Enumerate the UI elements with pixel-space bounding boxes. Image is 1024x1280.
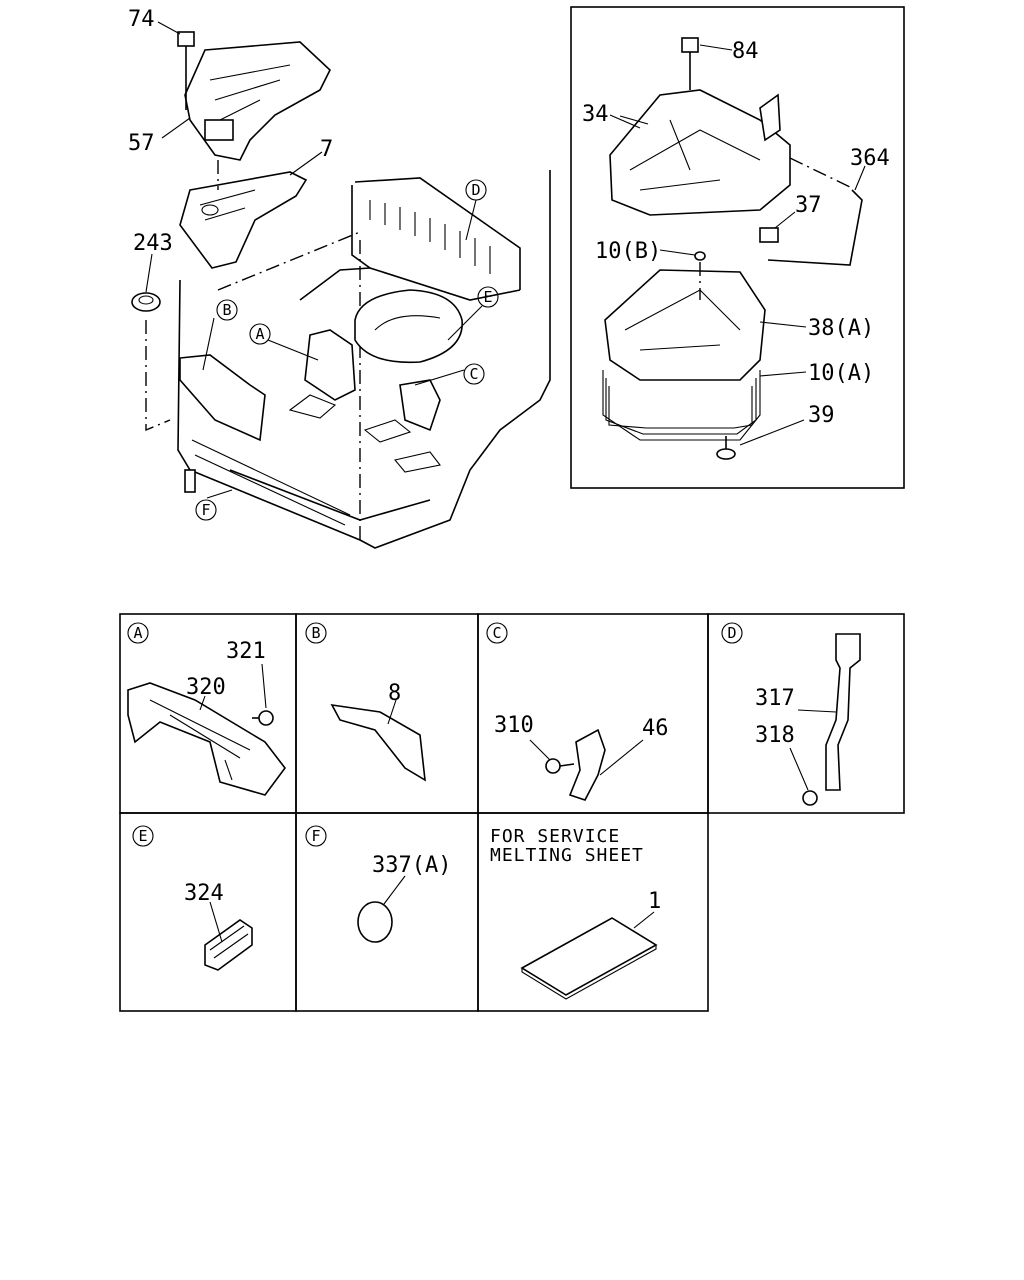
letter-E-marker: E — [483, 288, 492, 306]
detail-e-letter: E — [138, 827, 147, 845]
detail-a-callout-321: 321 — [226, 639, 266, 664]
main-callouts: 74 57 7 243 — [128, 7, 333, 256]
detail-box-b: B 8 — [305, 622, 426, 782]
detail-a-callout-320: 320 — [186, 675, 226, 700]
letter-D-marker: D — [471, 181, 480, 199]
detail-a-letter: A — [133, 624, 142, 642]
detail-f-callout-337a: 337(A) — [372, 853, 451, 878]
detail-box-a: A 321 320 — [127, 622, 287, 796]
callout-84: 84 — [732, 39, 759, 64]
detail-c-callout-310: 310 — [494, 713, 534, 738]
service-note-line-1: FOR SERVICE — [490, 826, 620, 847]
detail-box-melting-sheet: FOR SERVICE MELTING SHEET 1 — [490, 826, 661, 1000]
detail-box-c: C 310 46 — [486, 622, 669, 801]
letter-C-marker: C — [469, 365, 478, 383]
callout-37: 37 — [795, 193, 822, 218]
callout-57: 57 — [128, 131, 155, 156]
detail-d-callout-317: 317 — [755, 686, 795, 711]
detail-b-callout-8: 8 — [388, 681, 401, 706]
detail-b-letter: B — [311, 624, 320, 642]
callout-7: 7 — [320, 137, 333, 162]
callout-39: 39 — [808, 403, 835, 428]
detail-e-callout-324: 324 — [184, 881, 224, 906]
main-assembly — [131, 31, 551, 549]
callout-243: 243 — [133, 231, 173, 256]
main-callout-leaders — [145, 21, 483, 499]
callout-364: 364 — [850, 146, 890, 171]
inset-box: 84 34 364 37 10(B) 38(A) 10(A) 39 — [570, 6, 905, 489]
detail-box-f: F 337(A) — [305, 825, 451, 943]
detail-f-letter: F — [311, 827, 320, 845]
detail-box-e: E 324 — [132, 825, 253, 971]
letter-B-marker: B — [222, 301, 231, 319]
detail-callout-1: 1 — [648, 889, 661, 914]
callout-74: 74 — [128, 7, 155, 32]
main-letter-markers: B A D E C F — [195, 179, 499, 521]
letter-F-marker: F — [201, 501, 210, 519]
detail-d-callout-318: 318 — [755, 723, 795, 748]
callout-34: 34 — [582, 102, 609, 127]
detail-c-letter: C — [492, 624, 501, 642]
callout-10b: 10(B) — [595, 239, 661, 264]
detail-d-letter: D — [727, 624, 736, 642]
detail-c-callout-46: 46 — [642, 716, 669, 741]
service-note-line-2: MELTING SHEET — [490, 845, 644, 866]
callout-10a: 10(A) — [808, 361, 874, 386]
detail-grid — [119, 613, 905, 1012]
letter-A-marker: A — [255, 325, 264, 343]
callout-38a: 38(A) — [808, 316, 874, 341]
detail-box-d: D 317 318 — [721, 622, 861, 806]
